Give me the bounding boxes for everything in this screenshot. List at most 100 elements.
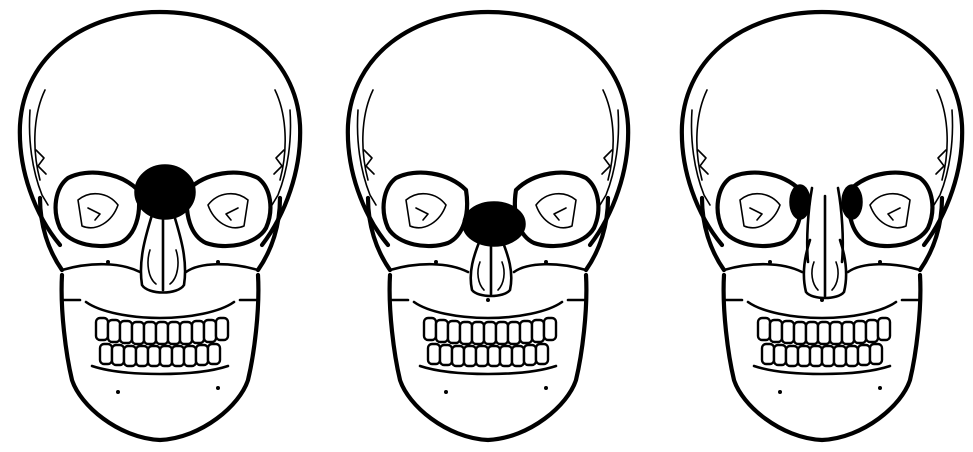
tooth [854, 321, 866, 343]
orbit-inner-right [208, 194, 248, 228]
marked-region-nasal-root [463, 202, 525, 246]
tooth [100, 344, 112, 364]
tooth [120, 321, 132, 343]
infraorbital-foramen-left [434, 260, 438, 264]
tooth [770, 320, 782, 342]
orbital-fissure-left [416, 208, 428, 220]
infraorbital-foramen-right [544, 260, 548, 264]
marked-region-medial-orbit-left [790, 185, 810, 219]
tooth [774, 345, 786, 365]
orbit-left [56, 173, 140, 246]
tooth [758, 318, 770, 340]
tooth [160, 346, 172, 366]
orbit-left [384, 173, 468, 246]
upper-alveolar-line [86, 302, 234, 318]
tooth [124, 346, 136, 366]
skull-drawing [682, 12, 962, 440]
tooth [762, 344, 774, 364]
maxilla-left [724, 264, 802, 272]
nasal-concha-left [148, 250, 156, 284]
tooth [544, 318, 556, 340]
skull-drawing [20, 12, 300, 440]
marked-region-nasion [135, 165, 195, 219]
tooth [136, 346, 148, 366]
anterior-nasal-spine-dot [820, 298, 824, 302]
tooth [436, 320, 448, 342]
tooth [806, 322, 818, 344]
orbit-left [718, 173, 802, 246]
tooth [204, 320, 216, 342]
tooth [870, 344, 882, 364]
tooth [834, 346, 846, 366]
upper-alveolar-line [414, 302, 562, 318]
tooth [786, 346, 798, 366]
anterior-nasal-spine-dot [486, 298, 490, 302]
maxilla-right [514, 264, 586, 272]
infraorbital-foramen-left [768, 260, 772, 264]
lower-alveolar-line [420, 366, 556, 374]
tooth [782, 321, 794, 343]
nasal-concha-left [478, 262, 484, 290]
orbit-right [187, 173, 271, 246]
orbit-right [515, 173, 599, 246]
tooth [464, 346, 476, 366]
tooth [858, 345, 870, 365]
tooth [196, 345, 208, 365]
tooth [460, 322, 472, 344]
tooth [842, 322, 854, 344]
orbital-fissure-right [226, 208, 238, 220]
lower-alveolar-line [754, 366, 890, 374]
tooth [866, 320, 878, 342]
mental-foramen-right [216, 386, 220, 390]
skull-panel-b [328, 0, 648, 452]
tooth [810, 346, 822, 366]
mental-foramen-right [544, 386, 548, 390]
upper-alveolar-line [748, 302, 896, 318]
upper-teeth [748, 302, 896, 344]
tooth [172, 346, 184, 366]
tooth [96, 318, 108, 340]
tooth [524, 345, 536, 365]
orbit-inner-left [740, 194, 780, 228]
tooth [476, 346, 488, 366]
infraorbital-foramen-right [216, 260, 220, 264]
tooth [208, 344, 220, 364]
tooth [536, 344, 548, 364]
nasal-concha-left [812, 262, 818, 290]
tooth [168, 322, 180, 344]
infraorbital-foramen-right [878, 260, 882, 264]
orbital-fissure-left [750, 208, 762, 220]
orbit-inner-right [870, 194, 910, 228]
mental-foramen-left [778, 390, 782, 394]
tooth [428, 344, 440, 364]
tooth [112, 345, 124, 365]
upper-teeth [414, 302, 562, 344]
mental-foramen-left [116, 390, 120, 394]
tooth [424, 318, 436, 340]
orbit-inner-left [406, 194, 446, 228]
nasal-concha-right [170, 250, 178, 284]
orbital-fissure-right [554, 208, 566, 220]
skull-panel-a [0, 0, 320, 452]
marked-region-medial-orbit-right [842, 185, 862, 219]
orbit-inner-right [536, 194, 576, 228]
tooth [830, 322, 842, 344]
orbital-fissure-right [888, 208, 900, 220]
temporal-line-right [600, 90, 619, 205]
maxilla-left [390, 264, 468, 272]
tooth [108, 320, 120, 342]
skull-panel-c [662, 0, 973, 452]
tooth [496, 322, 508, 344]
cranium-outline [682, 12, 962, 245]
nasal-concha-right [832, 262, 838, 290]
tooth [512, 346, 524, 366]
tooth [818, 322, 830, 344]
tooth [192, 321, 204, 343]
lower-teeth [420, 344, 556, 374]
tooth [448, 321, 460, 343]
lower-alveolar-line [92, 366, 228, 374]
nasal-concha-right [498, 262, 504, 290]
tooth [472, 322, 484, 344]
temporal-line-left [30, 90, 49, 205]
